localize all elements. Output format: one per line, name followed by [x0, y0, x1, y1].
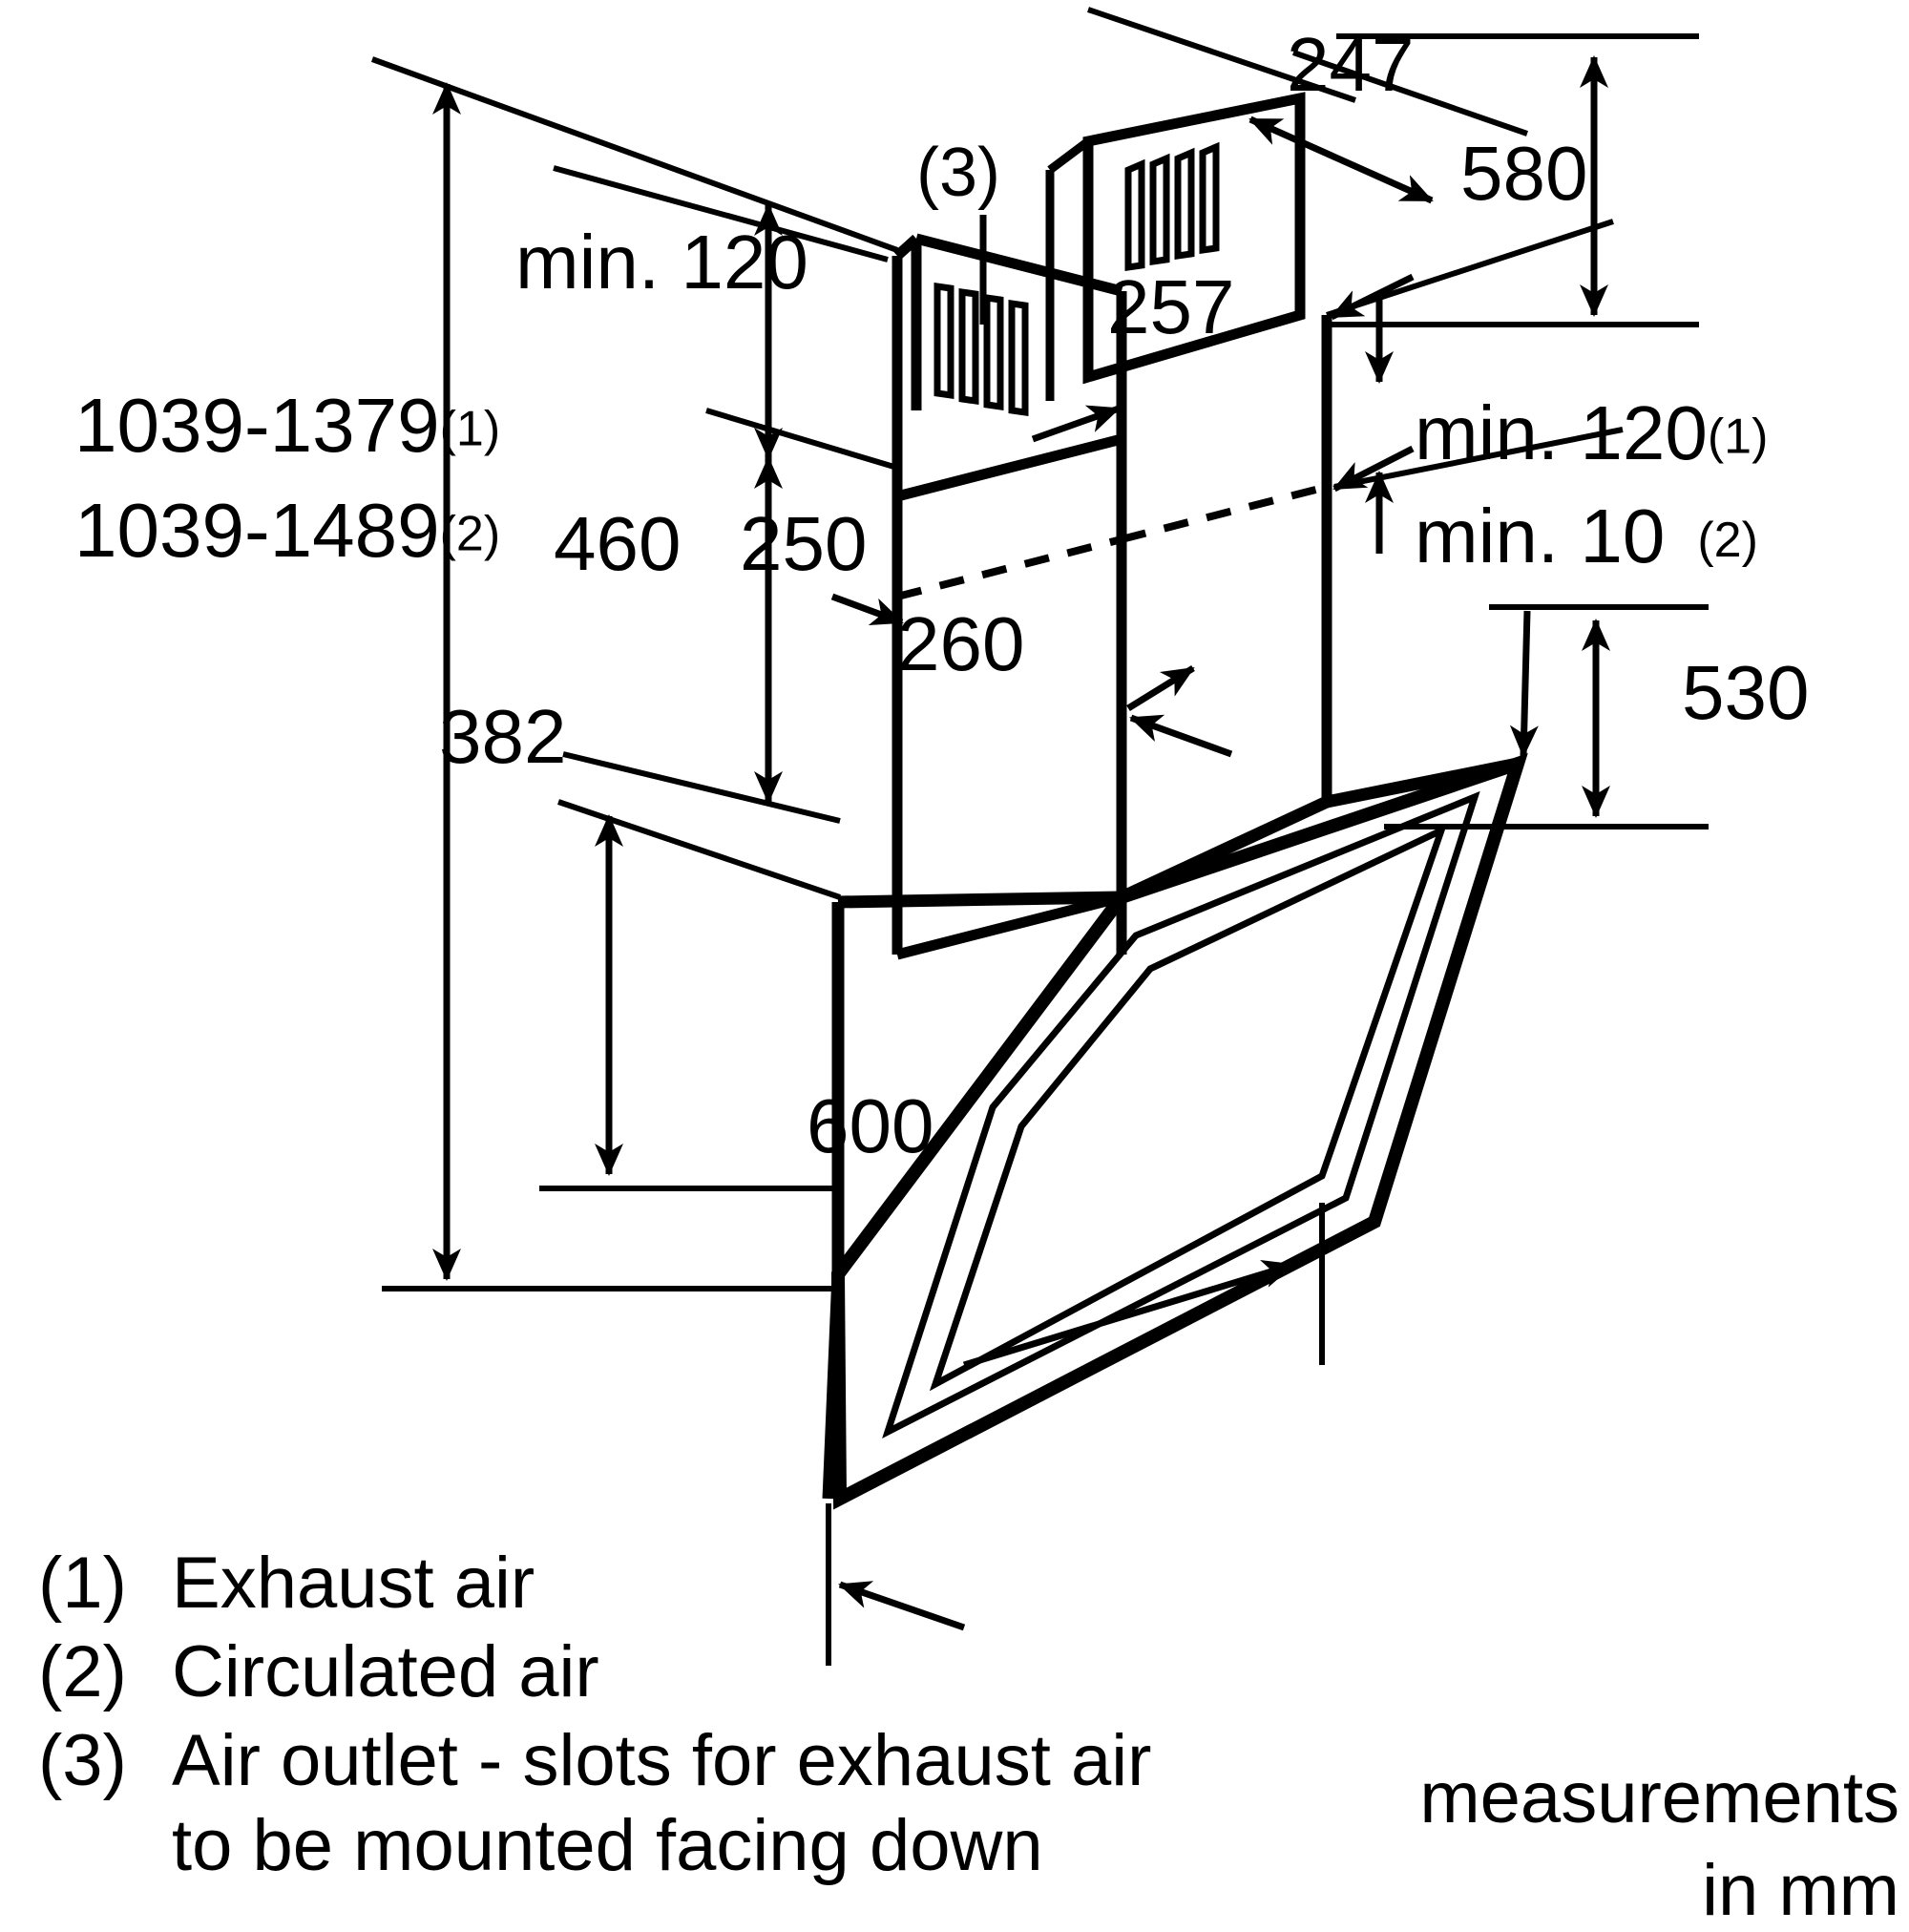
- dim-382-ext: [539, 799, 841, 1191]
- legend-text-1: Exhaust air: [172, 1543, 535, 1624]
- dim-label-250: 250: [740, 501, 868, 586]
- legend-item-1: (1) Exhaust air: [38, 1542, 1279, 1625]
- legend-text-2: Circulated air: [172, 1631, 599, 1712]
- dim-600-left-arrow: [838, 1581, 966, 1631]
- dim-label-min10-right: min. 10: [1415, 494, 1666, 578]
- air-outlet-slots-front: [934, 282, 1029, 417]
- dim-label-260: 260: [897, 601, 1025, 686]
- dim-247: [1248, 116, 1434, 204]
- dim-530-ext: [1384, 604, 1709, 830]
- dim-min120-ext: [553, 165, 898, 471]
- dim-600-ext: [826, 1203, 1325, 1666]
- units-note: measurements in mm: [1317, 1756, 1899, 1932]
- dim-label-530: 530: [1682, 650, 1810, 735]
- dim-label-257: 257: [1107, 264, 1235, 349]
- legend-marker-3-cont: [38, 1804, 172, 1887]
- legend-text-3: Air outlet - slots for exhaust air: [172, 1720, 1152, 1801]
- chimney-hidden-edges: [896, 483, 1328, 600]
- dim-label-247: 247: [1287, 22, 1415, 107]
- ref-marker-1-right: (1): [1707, 409, 1769, 465]
- legend-item-3: (3) Air outlet - slots for exhaust air: [38, 1719, 1279, 1802]
- dim-600: [962, 1259, 1295, 1369]
- dim-overall-ext: [370, 56, 899, 1292]
- dim-260: [1126, 665, 1233, 758]
- hood-glass-panel: [830, 752, 1528, 1510]
- dim-530-leader: [1509, 610, 1539, 758]
- callout-air-outlet: (3): [916, 135, 1000, 211]
- legend-text-3-cont: to be mounted facing down: [172, 1805, 1043, 1886]
- ref-marker-2-right: (2): [1697, 512, 1758, 568]
- overall-height-labels: 1039-1379(1) 1039-1489(2): [74, 382, 500, 575]
- ref-marker-1: (1): [439, 401, 501, 457]
- dim-label-580: 580: [1460, 131, 1588, 216]
- dim-label-382: 382: [439, 694, 567, 779]
- dim-580-ext: [1332, 33, 1699, 327]
- dim-label-460: 460: [554, 501, 682, 586]
- units-note-line2: in mm: [1702, 1850, 1899, 1931]
- dim-label-600: 600: [807, 1083, 934, 1168]
- dim-label-total-height-exhaust: 1039-1379: [74, 383, 440, 468]
- dim-label-min120-top: min. 120: [515, 220, 808, 304]
- legend-item-2: (2) Circulated air: [38, 1630, 1279, 1713]
- chimney-upper-front: [892, 233, 1127, 955]
- dim-label-min120-right: min. 120: [1415, 390, 1708, 475]
- legend-marker-1: (1): [38, 1543, 127, 1624]
- legend-list: (1) Exhaust air (2) Circulated air (3) A…: [38, 1542, 1279, 1887]
- rear-clearance-labels: min. 120(1) min. 10 (2): [1415, 389, 1768, 580]
- legend-marker-2: (2): [38, 1631, 127, 1712]
- ref-marker-2: (2): [439, 506, 501, 562]
- leader-right-upper: [1330, 273, 1415, 321]
- chimney-lower-front: [895, 892, 1123, 960]
- hood-glass-inner-bevel: [882, 790, 1480, 1438]
- legend-marker-3: (3): [38, 1720, 127, 1801]
- units-note-line1: measurements: [1419, 1757, 1899, 1838]
- dim-label-total-height-circulated: 1039-1489: [74, 488, 440, 573]
- dim-460-ext: [562, 751, 841, 824]
- dim-250: [830, 593, 904, 626]
- legend-item-3-cont: to be mounted facing down: [38, 1804, 1279, 1887]
- leader-right-lower: [1332, 445, 1415, 493]
- dim-257: [1031, 405, 1121, 443]
- dim-247-ext: [1087, 7, 1528, 136]
- air-outlet-slots-rear: [1124, 141, 1220, 272]
